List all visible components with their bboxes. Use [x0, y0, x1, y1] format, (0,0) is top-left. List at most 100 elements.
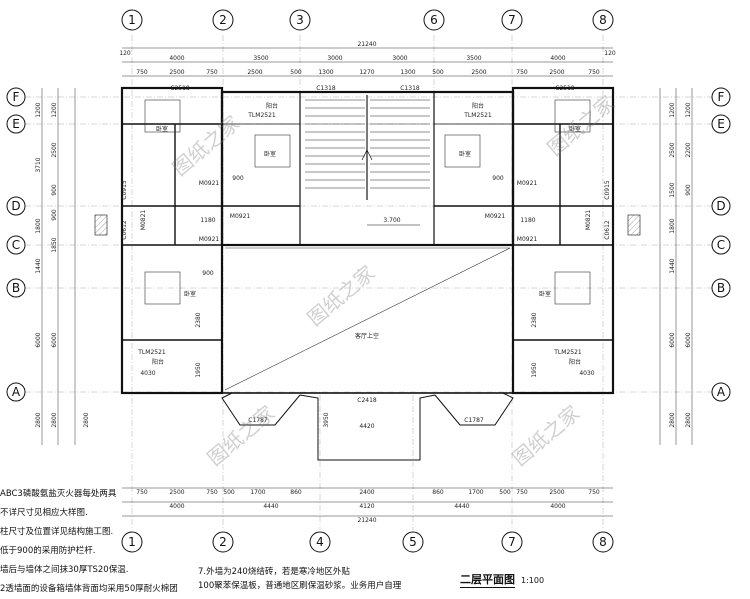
dim-top2-6: 1300 [318, 69, 333, 76]
dim-top-edge-right: 120 [604, 50, 616, 57]
label-elevation: 3.700 [383, 217, 400, 224]
dim-right-1: 1200 [669, 102, 676, 117]
dim-bottom2-4: 4440 [454, 503, 469, 510]
dim-right2-1: 1200 [685, 102, 692, 117]
label-bedroom-1: 卧室 [156, 125, 168, 133]
label-tlm2521-1: TLM2521 [247, 112, 276, 119]
label-m0921-6: M0921 [517, 236, 538, 243]
dim-left2-2: 2500 [51, 142, 58, 157]
label-balcony-top-left: 阳台 [266, 102, 278, 110]
dim-left-6: 2800 [35, 412, 42, 427]
dim-right-5: 1440 [669, 258, 676, 273]
drawing-title-main: 二层平面图 [460, 573, 515, 588]
axis-right-F: F [718, 90, 725, 104]
dim-left-2: 3710 [35, 157, 42, 172]
dim-top-1: 4000 [169, 55, 184, 62]
dim-int-1950-r: 1950 [531, 362, 538, 377]
dim-bottom-12: 2500 [549, 489, 564, 496]
dim-int-4030-r: 4030 [579, 370, 594, 377]
axis-left-E: E [12, 117, 20, 131]
label-balcony-bottom-left: 阳台 [152, 358, 164, 366]
dim-right2-2: 2200 [685, 142, 692, 157]
label-tlm2521-2: TLM2521 [463, 112, 492, 119]
dim-right2-3: 900 [685, 184, 692, 196]
label-balcony-top-right: 阳台 [472, 102, 484, 110]
label-c0915-right: C0915 [604, 180, 611, 200]
dim-right2-4: 6000 [685, 332, 692, 347]
note-line: 墙后与墙体之间抹30厚TS20保温. [0, 565, 129, 575]
label-bedroom-4: 卧室 [569, 125, 581, 133]
dim-int-900-l1: 900 [232, 175, 244, 182]
dim-top2-13: 750 [588, 69, 600, 76]
dim-int-4030-l: 4030 [140, 370, 155, 377]
axis-bottom-8: 8 [599, 535, 607, 549]
dim-int-4420: 4420 [359, 423, 374, 430]
dim-right-2: 2500 [669, 142, 676, 157]
note-line: 不详尺寸见相应大样图. [0, 508, 88, 518]
label-hall-void: 客厅上空 [355, 332, 379, 340]
dim-left-1: 1200 [35, 102, 42, 117]
axis-right-B: B [717, 281, 725, 295]
dim-bottom2-5: 4000 [550, 503, 565, 510]
note-line: 2透墙面的设备箱墙体背面均采用50厚耐火棉团 [0, 584, 178, 594]
dim-bottom-8: 860 [432, 489, 444, 496]
axis-left-D: D [11, 199, 20, 213]
dim-int-2380-l: 2380 [195, 312, 202, 327]
dim-top2-4: 2500 [247, 69, 262, 76]
note-7-line: 7.外墙为240烧结砖，若是寒冷地区外贴 [198, 567, 350, 577]
axis-right-C: C [717, 238, 725, 252]
dim-int-900-r1: 900 [492, 175, 504, 182]
dim-bottom-4: 500 [223, 489, 235, 496]
label-c2518-right: C2518 [555, 85, 575, 92]
label-m0921-5: M0921 [485, 213, 506, 220]
note-line: 柱尺寸及位置详见结构施工图. [0, 527, 114, 537]
axis-left-F: F [13, 90, 20, 104]
dim-right-4: 1800 [669, 218, 676, 233]
dim-left2-4: 900 [51, 209, 58, 221]
axis-right-A: A [717, 385, 726, 399]
dim-bottom-10: 500 [499, 489, 511, 496]
dim-top-4: 3000 [392, 55, 407, 62]
label-bedroom-5: 卧室 [184, 290, 196, 298]
label-m0921-2: M0921 [230, 213, 251, 220]
dim-bottom-3: 750 [206, 489, 218, 496]
dim-top-edge-left: 120 [119, 50, 131, 57]
axis-top-7: 7 [508, 13, 516, 27]
dim-left-3: 1800 [35, 218, 42, 233]
axis-bottom-4: 4 [316, 535, 324, 549]
dim-top2-12: 2500 [549, 69, 564, 76]
axis-top-2: 2 [219, 13, 227, 27]
dim-bottom-7: 2400 [359, 489, 374, 496]
dim-int-900-c: 900 [202, 270, 214, 277]
dim-bottom-2: 2500 [169, 489, 184, 496]
label-m0921-4: M0921 [517, 180, 538, 187]
dim-int-2800: 2800 [83, 412, 90, 427]
label-m0821-right: M0821 [585, 210, 592, 231]
dim-right-7: 2800 [669, 412, 676, 427]
dim-left2-3: 900 [51, 184, 58, 196]
dim-top2-7: 1270 [359, 69, 374, 76]
dim-int-1180-l: 1180 [200, 217, 215, 224]
axis-right-D: D [716, 199, 725, 213]
dim-left2-6: 6000 [51, 332, 58, 347]
dim-overall-top: 21240 [357, 41, 376, 48]
dim-bottom-9: 1700 [468, 489, 483, 496]
dim-int-1950-l: 1950 [195, 362, 202, 377]
dim-int-2380-r: 2380 [531, 312, 538, 327]
dim-int-1180-r: 1180 [520, 217, 535, 224]
dim-top2-9: 500 [432, 69, 444, 76]
label-tlm2521-4: TLM2521 [553, 349, 582, 356]
dim-bottom-5: 1700 [250, 489, 265, 496]
note-7: 7.外墙为240烧结砖，若是寒冷地区外贴 100聚苯保温板，普通地区刷保温砂浆。… [198, 565, 401, 593]
label-m0821-left: M0821 [140, 210, 147, 231]
axis-right-E: E [717, 117, 725, 131]
axis-top-3: 3 [296, 13, 304, 27]
dim-bottom-11: 750 [516, 489, 528, 496]
note-7-line: 100聚苯保温板，普通地区刷保温砂浆。业务用户自理 [198, 581, 402, 591]
dim-top2-11: 750 [516, 69, 528, 76]
note-line: 低于900的采用防护栏杆. [0, 546, 96, 556]
dim-top-5: 3500 [466, 55, 481, 62]
label-m0921-1: M0921 [199, 180, 220, 187]
dim-top2-2: 2500 [169, 69, 184, 76]
